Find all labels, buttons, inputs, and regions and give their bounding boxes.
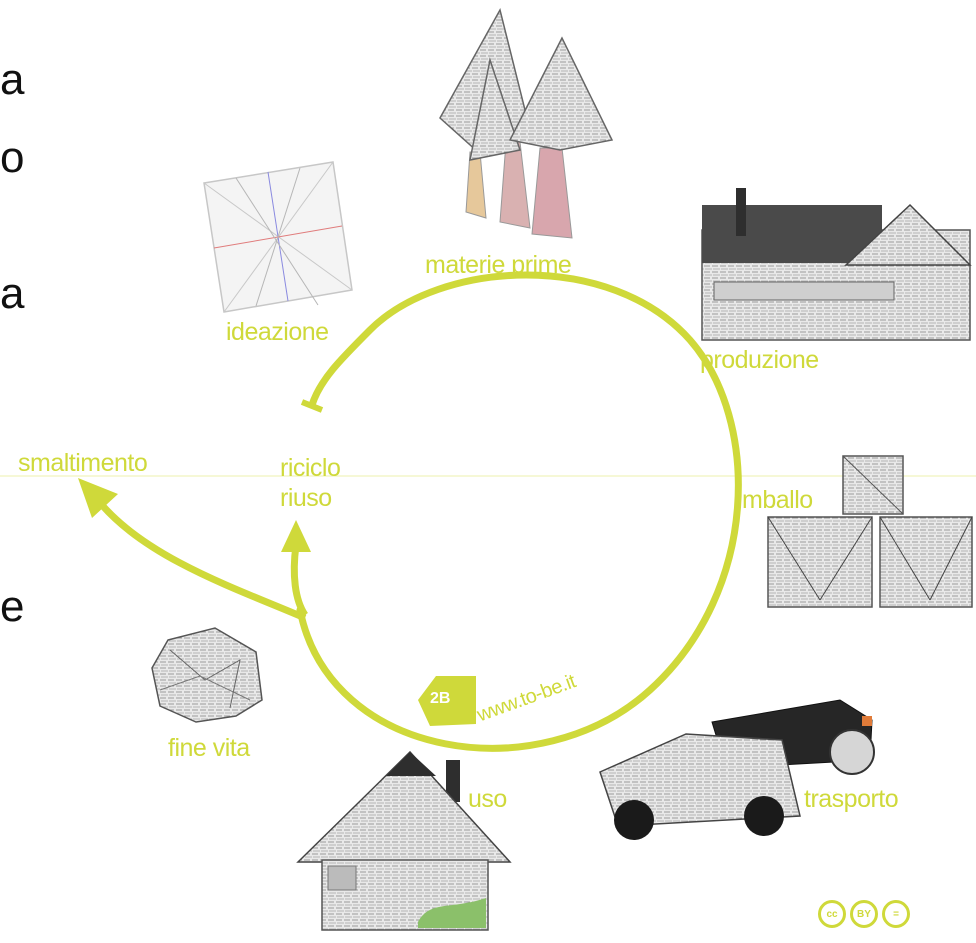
materie-prime-trees-icon <box>439 7 614 239</box>
license-badges: cc BY = <box>818 900 910 928</box>
fine-vita-crumpled-paper-icon <box>151 627 263 723</box>
label-imballo: imballo <box>737 486 813 514</box>
imballo-boxes-icon <box>767 455 973 608</box>
label-smaltimento: smaltimento <box>18 449 148 477</box>
arrow-to-smaltimento-head <box>78 478 118 518</box>
label-riciclo: riciclo <box>280 454 341 482</box>
arrow-to-smaltimento <box>99 502 307 622</box>
label-produzione: produzione <box>700 346 819 374</box>
label-riuso: riuso <box>280 484 332 512</box>
cycle-arc <box>296 271 742 752</box>
label-uso: uso <box>468 785 507 813</box>
edge-char: o <box>0 133 25 182</box>
edge-char: a <box>0 269 25 318</box>
edge-char: a <box>0 55 25 104</box>
to-be-logo-text: 2B <box>430 690 451 707</box>
edge-char: e <box>0 582 25 631</box>
by-license-icon: BY <box>850 900 878 928</box>
label-ideazione: ideazione <box>226 318 329 346</box>
trasporto-cars-icon <box>599 699 875 840</box>
ideazione-paper-icon <box>203 161 353 313</box>
label-fine-vita: fine vita <box>168 734 250 762</box>
label-trasporto: trasporto <box>804 785 899 813</box>
to-be-logo <box>418 676 476 726</box>
noderivs-license-icon: = <box>882 900 910 928</box>
arrow-to-riciclo <box>290 544 309 617</box>
cycle-arc-end <box>300 399 324 413</box>
arrow-to-riciclo-head <box>281 520 311 552</box>
produzione-factory-icon <box>701 188 972 341</box>
uso-house-icon <box>296 750 512 931</box>
cc-license-icon: cc <box>818 900 846 928</box>
label-materie-prime: materie prime <box>425 251 572 279</box>
